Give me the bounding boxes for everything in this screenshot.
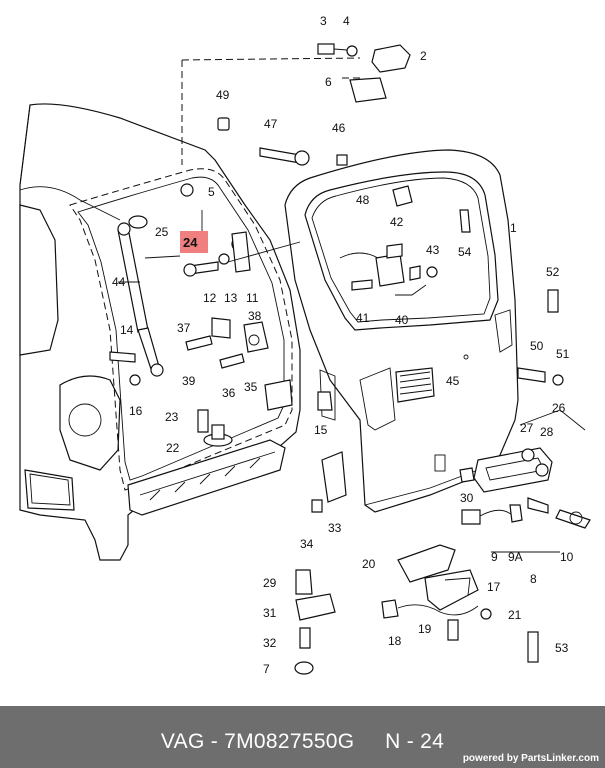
callout-30[interactable]: 30	[460, 491, 474, 505]
side-hinge	[264, 379, 347, 513]
callout-5[interactable]: 5	[208, 185, 215, 199]
callout-2[interactable]: 2	[420, 49, 427, 63]
callout-25[interactable]: 25	[155, 225, 169, 239]
callout-13[interactable]: 13	[224, 291, 238, 305]
callout-35[interactable]: 35	[244, 380, 258, 394]
callout-18[interactable]: 18	[388, 634, 402, 648]
highlight-box	[180, 231, 208, 253]
callout-34[interactable]: 34	[300, 537, 314, 551]
callout-8[interactable]: 8	[530, 572, 537, 586]
lock-group	[381, 544, 492, 641]
handle-group	[459, 447, 591, 529]
callout-27[interactable]: 27	[520, 421, 534, 435]
callout-1[interactable]: 1	[510, 221, 517, 235]
callout-39[interactable]: 39	[182, 374, 196, 388]
callout-52[interactable]: 52	[546, 265, 560, 279]
callout-47[interactable]: 47	[264, 117, 278, 131]
callout-36[interactable]: 36	[222, 386, 236, 400]
callout-14[interactable]: 14	[120, 323, 134, 337]
callout-9a[interactable]: 9A	[508, 550, 523, 564]
callout-4[interactable]: 4	[343, 14, 350, 28]
callout-6[interactable]: 6	[325, 75, 332, 89]
footer-bar: VAG - 7M0827550G N - 24 powered by Parts…	[0, 706, 605, 768]
callout-51[interactable]: 51	[556, 347, 570, 361]
callout-24-highlighted[interactable]: 24	[183, 235, 198, 250]
callout-7[interactable]: 7	[263, 662, 270, 676]
callout-12[interactable]: 12	[203, 291, 217, 305]
callout-22[interactable]: 22	[166, 441, 180, 455]
callout-44[interactable]: 44	[112, 275, 126, 289]
callout-28[interactable]: 28	[540, 425, 554, 439]
callout-16[interactable]: 16	[129, 404, 143, 418]
powered-by-credit[interactable]: powered by PartsLinker.com	[462, 753, 599, 764]
callout-48[interactable]: 48	[356, 193, 370, 207]
leader-lines	[118, 57, 586, 553]
callout-26[interactable]: 26	[552, 401, 566, 415]
exploded-parts-diagram: 24 3 4 2 6 49 47 46 5 48 1 25 42 43 54 4…	[19, 14, 591, 676]
callout-50[interactable]: 50	[530, 339, 544, 353]
callout-40[interactable]: 40	[395, 313, 409, 327]
callout-33[interactable]: 33	[328, 521, 342, 535]
callout-31[interactable]: 31	[263, 606, 277, 620]
part-53-rod	[527, 631, 539, 663]
callout-43[interactable]: 43	[426, 243, 440, 257]
callout-3[interactable]: 3	[320, 14, 327, 28]
callout-20[interactable]: 20	[362, 557, 376, 571]
vehicle-body	[19, 103, 301, 561]
callout-49[interactable]: 49	[216, 88, 230, 102]
license-light-group	[294, 569, 336, 675]
callout-19[interactable]: 19	[418, 622, 432, 636]
callout-labels: 3 4 2 6 49 47 46 5 48 1 25 42 43 54 44 5…	[112, 14, 574, 676]
callout-9[interactable]: 9	[491, 550, 498, 564]
callout-29[interactable]: 29	[263, 576, 277, 590]
callout-37[interactable]: 37	[177, 321, 191, 335]
callout-21[interactable]: 21	[508, 608, 522, 622]
callout-32[interactable]: 32	[263, 636, 277, 650]
callout-46[interactable]: 46	[332, 121, 346, 135]
callout-10[interactable]: 10	[560, 550, 574, 564]
callout-41[interactable]: 41	[356, 311, 370, 325]
callout-15[interactable]: 15	[314, 423, 328, 437]
small-hardware	[109, 117, 564, 447]
callout-23[interactable]: 23	[165, 410, 179, 424]
hinge-group	[317, 43, 411, 103]
callout-38[interactable]: 38	[248, 309, 262, 323]
callout-54[interactable]: 54	[458, 245, 472, 259]
callout-11[interactable]: 11	[246, 291, 259, 305]
callout-42[interactable]: 42	[390, 215, 404, 229]
callout-17[interactable]: 17	[487, 580, 501, 594]
part-number-title: VAG - 7M0827550G N - 24	[160, 730, 445, 753]
gas-strut	[117, 215, 164, 377]
callout-45[interactable]: 45	[446, 374, 460, 388]
callout-53[interactable]: 53	[555, 641, 569, 655]
